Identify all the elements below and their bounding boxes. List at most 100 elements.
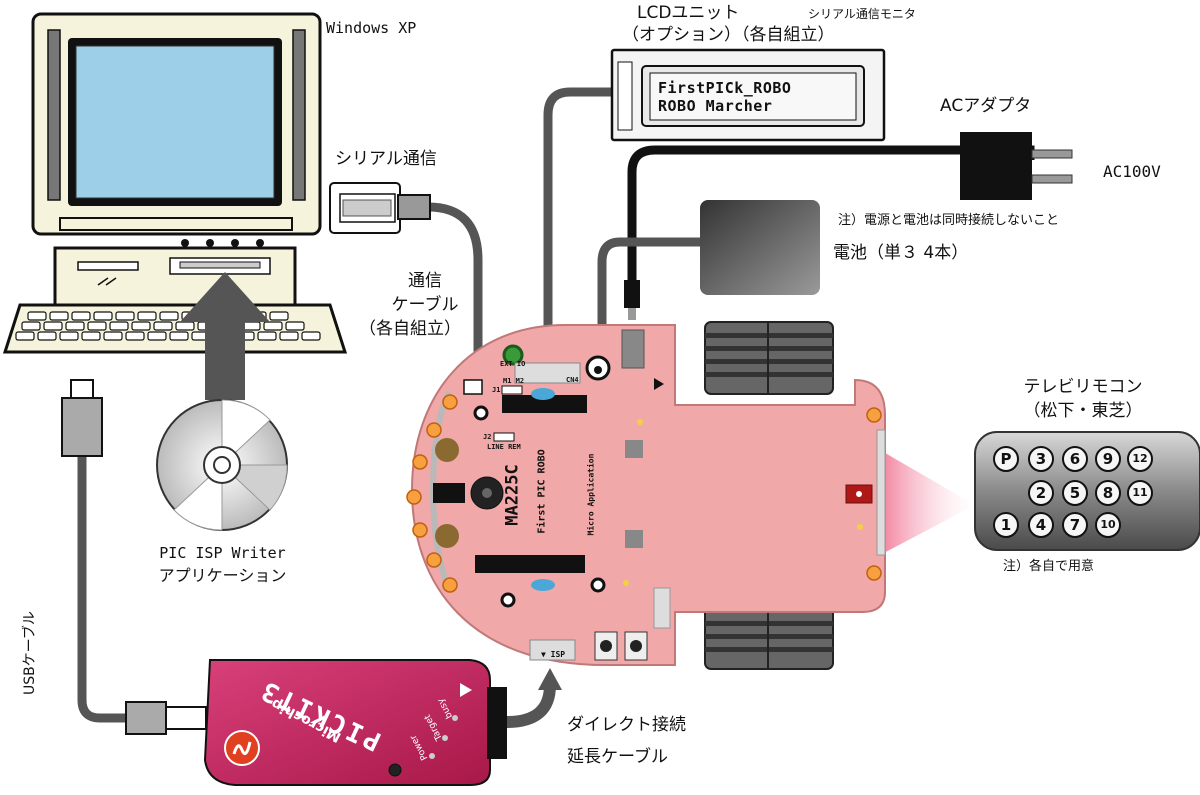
- orange-led: [412, 522, 428, 538]
- lcd-cable: [543, 87, 612, 365]
- orange-led: [406, 489, 422, 505]
- lcd-line-2: ROBO Marcher: [658, 97, 773, 115]
- orange-led: [866, 407, 882, 423]
- keyboard-key: [49, 311, 69, 321]
- remote-button-6: 6: [1062, 446, 1088, 472]
- keyboard-key: [109, 321, 129, 331]
- remote-button-9: 9: [1095, 446, 1121, 472]
- keyboard-key: [159, 311, 179, 321]
- remote-button-5: 5: [1062, 480, 1088, 506]
- direct-cable: [506, 668, 562, 728]
- keyboard-key: [27, 311, 47, 321]
- serial-cable: [329, 182, 483, 380]
- keyboard-key: [103, 331, 123, 341]
- keyboard-key: [131, 321, 151, 331]
- remote-button-7: 7: [1062, 512, 1088, 538]
- remote-button-10: 10: [1095, 512, 1121, 538]
- pc-case: [53, 246, 297, 308]
- keyboard-key: [175, 321, 195, 331]
- keyboard-key: [301, 331, 321, 341]
- ac100v-label: AC100V: [1103, 162, 1161, 181]
- keyboard-key: [153, 321, 173, 331]
- computer: [2, 12, 348, 354]
- remote-button-1: 1: [993, 512, 1019, 538]
- keyboard-key: [87, 321, 107, 331]
- keyboard-key: [125, 331, 145, 341]
- isp-label: ▼ ISP: [541, 650, 566, 659]
- cn4-label: CN4: [566, 376, 579, 384]
- jumper-j1-label: J1: [492, 386, 501, 394]
- keyboard-key: [279, 331, 299, 341]
- comm-cable-label-3: （各自組立）: [359, 319, 461, 339]
- board-maker: Micro Application: [586, 453, 596, 536]
- battery-label: 電池（単３ 4本）: [833, 243, 969, 263]
- keyboard-key: [147, 331, 167, 341]
- lcd-line-1: FirstPICk_ROBO: [658, 79, 792, 97]
- comm-cable-label-1: 通信: [408, 271, 442, 291]
- keyboard-key: [285, 321, 305, 331]
- pickit3-device: [203, 659, 507, 786]
- keyboard: [2, 303, 348, 354]
- serial-comm-label: シリアル通信: [335, 149, 437, 169]
- orange-led: [442, 394, 458, 410]
- remote-button-8: 8: [1095, 480, 1121, 506]
- robot-board: [406, 321, 975, 670]
- remote-note: 注）各自で用意: [1003, 559, 1095, 574]
- line-rem-label: LINE REM: [487, 443, 521, 451]
- keyboard-key: [93, 311, 113, 321]
- orange-led: [412, 454, 428, 470]
- wheel-top: [704, 321, 834, 395]
- keyboard-key: [59, 331, 79, 341]
- serial-monitor-label: シリアル通信モニタ: [808, 7, 916, 21]
- jumper-m1m2-label: M1 M2: [503, 377, 525, 385]
- cd-disc: [156, 399, 288, 531]
- power-note: 注）電源と電池は同時接続しないこと: [838, 213, 1060, 228]
- orange-led: [866, 565, 882, 581]
- direct-cable-label-1: ダイレクト接続: [567, 715, 686, 735]
- keyboard-key: [71, 311, 91, 321]
- orange-led: [426, 422, 442, 438]
- pic-isp-app-label: アプリケーション: [158, 566, 287, 585]
- wheel-bottom: [704, 596, 834, 670]
- remote-button-11: 11: [1127, 480, 1153, 506]
- ac-adapter: [624, 132, 1073, 320]
- board-model: MA225C: [502, 464, 523, 526]
- remote-button-p: P: [993, 446, 1019, 472]
- jumper-j2-label: J2: [483, 433, 492, 441]
- orange-led: [426, 552, 442, 568]
- tv-remote-label: テレビリモコン: [1023, 377, 1143, 397]
- install-arrow: [180, 272, 270, 400]
- led-array: [406, 394, 882, 593]
- keyboard-key: [169, 331, 189, 341]
- keyboard-key: [81, 331, 101, 341]
- keyboard-key: [43, 321, 63, 331]
- remote-button-2: 2: [1028, 480, 1054, 506]
- ext-io-label: EXT IO: [500, 360, 526, 368]
- remote-button-12: 12: [1127, 446, 1153, 472]
- ac-adapter-label: ACアダプタ: [940, 96, 1032, 116]
- keyboard-key: [65, 321, 85, 331]
- lcd-unit: [610, 48, 886, 142]
- lcd-unit-label: LCDユニット: [637, 3, 740, 23]
- keyboard-key: [269, 311, 289, 321]
- usb-cable-label: USBケーブル: [22, 611, 38, 695]
- keyboard-key: [21, 321, 41, 331]
- keyboard-key: [37, 331, 57, 341]
- remote-button-4: 4: [1028, 512, 1054, 538]
- windows-xp-label: Windows XP: [326, 19, 417, 37]
- board-name: First PIC ROBO: [536, 449, 548, 534]
- tv-remote-maker-label: （松下・東芝）: [1023, 401, 1143, 421]
- usb-cable: [61, 379, 207, 735]
- orange-led: [442, 577, 458, 593]
- keyboard-key: [115, 311, 135, 321]
- keyboard-key: [257, 331, 277, 341]
- lcd-option-label: （オプション）（各自組立）: [622, 25, 835, 45]
- keyboard-key: [137, 311, 157, 321]
- keyboard-key: [263, 321, 283, 331]
- pic-isp-writer-label: PIC ISP Writer: [159, 544, 286, 562]
- direct-cable-label-2: 延長ケーブル: [567, 747, 668, 767]
- remote-button-3: 3: [1028, 446, 1054, 472]
- comm-cable-label-2: ケーブル: [391, 295, 459, 315]
- keyboard-key: [15, 331, 35, 341]
